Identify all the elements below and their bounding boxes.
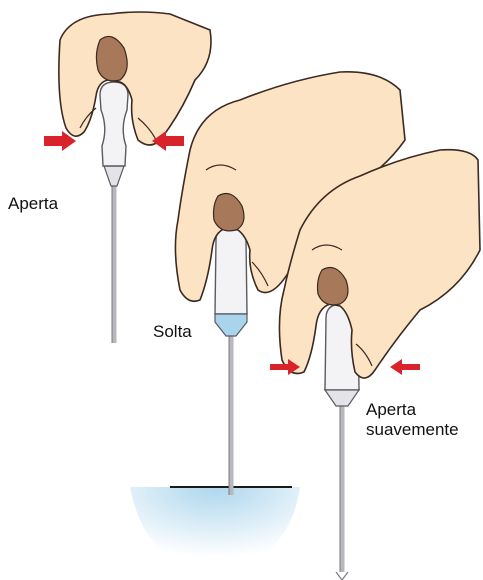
pipette-1	[100, 82, 128, 343]
liquid-surface	[130, 487, 300, 575]
label-squeeze: Aperta	[8, 194, 58, 214]
hand-1	[59, 12, 211, 145]
label-squeeze-gently-line1: Aperta	[366, 400, 459, 420]
label-squeeze-gently-line2: suavemente	[366, 420, 459, 440]
pipette-2	[215, 226, 247, 495]
label-release: Solta	[153, 322, 192, 342]
label-squeeze-gently: Aperta suavemente	[366, 400, 459, 440]
